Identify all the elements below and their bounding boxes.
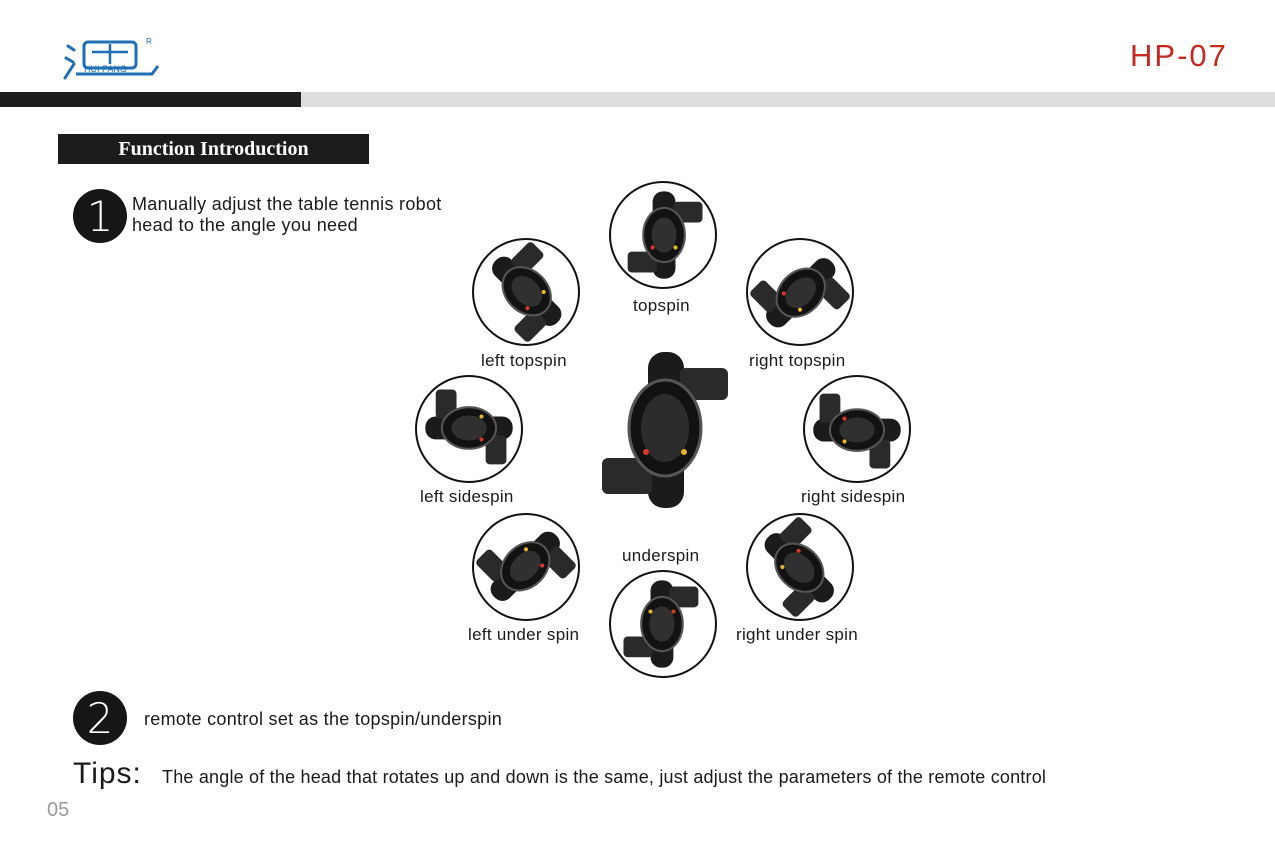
label-left-topspin: left topspin [481, 351, 567, 370]
label-underspin: underspin [622, 546, 700, 565]
dial-left-under-spin [472, 513, 580, 621]
model-number: HP-07 [1130, 38, 1228, 73]
robot-head-shape [750, 258, 850, 328]
step-1-text: Manually adjust the table tennis robot h… [132, 194, 442, 235]
robot-head-shape [813, 393, 901, 469]
dial-underspin [609, 570, 717, 678]
robot-head-shape [476, 531, 576, 601]
robot-head-shape [627, 191, 703, 279]
step-2-text: remote control set as the topspin/unders… [144, 709, 503, 729]
page-number: 05 [47, 799, 70, 821]
step-2-number: 2 [73, 691, 127, 745]
registered-mark: R [146, 37, 152, 46]
tips-label: Tips: [73, 757, 142, 790]
dial-right-sidespin [803, 375, 911, 483]
robot-head-center [590, 348, 740, 513]
robot-head-shape [623, 580, 699, 668]
label-right-under-spin: right under spin [736, 625, 858, 644]
dial-right-under-spin [746, 513, 854, 621]
label-right-sidespin: right sidespin [801, 487, 906, 506]
dial-topspin [609, 181, 717, 289]
dial-right-topspin [746, 238, 854, 346]
section-title: Function Introduction [58, 134, 369, 164]
dial-left-topspin [472, 238, 580, 346]
header-bar-dark [0, 92, 301, 107]
robot-head-shape [492, 242, 562, 342]
dial-left-sidespin [415, 375, 523, 483]
logo-text: HUI PANG [84, 64, 127, 74]
label-left-sidespin: left sidespin [420, 487, 514, 506]
huipang-logo: R HUI PANG [62, 34, 162, 80]
header-bar-light [301, 92, 1275, 107]
label-right-topspin: right topspin [749, 351, 846, 370]
step-1-number: 1 [73, 189, 127, 243]
robot-head-shape [764, 517, 834, 617]
robot-head-shape [425, 389, 513, 465]
label-topspin: topspin [633, 296, 690, 315]
tips-text: The angle of the head that rotates up an… [162, 767, 1047, 787]
label-left-under-spin: left under spin [468, 625, 580, 644]
